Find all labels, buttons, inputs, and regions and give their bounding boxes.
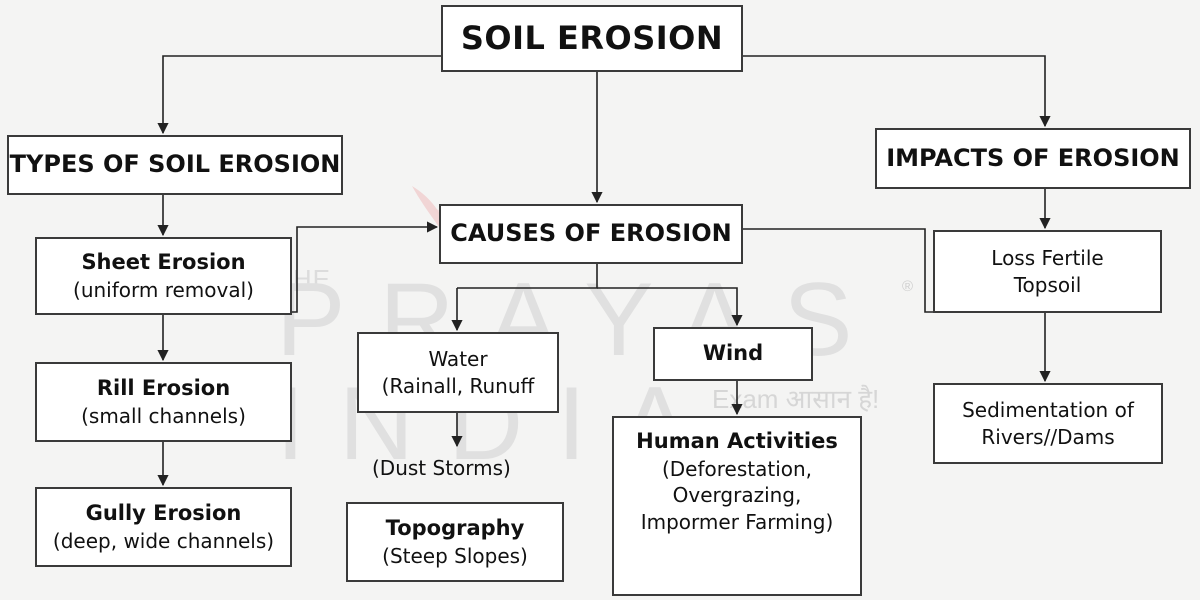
- sedimentation-line2: Rivers//Dams: [981, 424, 1115, 449]
- types-heading: TYPES OF SOIL EROSION: [9, 150, 341, 179]
- impacts-heading: IMPACTS OF EROSION: [886, 143, 1180, 172]
- dust-storms-text: (Dust Storms): [372, 456, 511, 480]
- arrow-causes-to-wind: [597, 287, 743, 327]
- human-activities-box: Human Activities (Deforestation, Overgra…: [612, 416, 862, 596]
- types-heading-box: TYPES OF SOIL EROSION: [7, 135, 343, 195]
- water-box: Water (Rainall, Runuff: [357, 332, 559, 413]
- loss-topsoil-box: Loss Fertile Topsoil: [933, 230, 1162, 313]
- title-box: SOIL EROSION: [441, 5, 743, 72]
- sedimentation-line1: Sedimentation of: [962, 398, 1134, 423]
- topography-name: Topography: [385, 515, 525, 540]
- wind-label: Wind: [702, 341, 764, 366]
- sheet-erosion-name: Sheet Erosion: [81, 249, 246, 274]
- topography-box: Topography (Steep Slopes): [346, 502, 564, 582]
- human-activities-line1: (Deforestation,: [661, 456, 813, 481]
- causes-heading: CAUSES OF EROSION: [450, 219, 732, 248]
- rill-erosion-desc: (small channels): [81, 403, 246, 428]
- water-line1: Water: [428, 347, 488, 372]
- loss-topsoil-line1: Loss Fertile: [991, 246, 1104, 271]
- gully-erosion-box: Gully Erosion (deep, wide channels): [35, 487, 292, 567]
- human-activities-line3: Impormer Farming): [640, 509, 834, 534]
- gully-erosion-name: Gully Erosion: [85, 500, 242, 525]
- rill-erosion-name: Rill Erosion: [96, 375, 231, 400]
- rill-erosion-box: Rill Erosion (small channels): [35, 362, 292, 442]
- causes-heading-box: CAUSES OF EROSION: [439, 204, 743, 264]
- topography-desc: (Steep Slopes): [382, 543, 528, 568]
- arrow-title-to-impacts: [742, 55, 1051, 128]
- impacts-heading-box: IMPACTS OF EROSION: [875, 128, 1191, 189]
- arrow-title-to-types: [157, 55, 441, 135]
- sheet-erosion-desc: (uniform removal): [73, 277, 254, 302]
- diagram-title: SOIL EROSION: [460, 19, 724, 58]
- loss-topsoil-line2: Topsoil: [1013, 272, 1082, 297]
- water-line2: (Rainall, Runuff: [381, 373, 535, 398]
- arrow-sheet-to-causes: [292, 221, 439, 313]
- sedimentation-box: Sedimentation of Rivers//Dams: [933, 383, 1163, 464]
- human-activities-line2: Overgrazing,: [672, 483, 802, 508]
- wind-box: Wind: [653, 327, 813, 381]
- watermark-registered-mark: ®: [902, 278, 914, 295]
- sheet-erosion-box: Sheet Erosion (uniform removal): [35, 237, 292, 315]
- arrow-causes-split: [457, 264, 598, 289]
- connector-causes-to-impacts: [743, 228, 933, 313]
- human-activities-name: Human Activities: [636, 429, 838, 453]
- gully-erosion-desc: (deep, wide channels): [52, 528, 275, 553]
